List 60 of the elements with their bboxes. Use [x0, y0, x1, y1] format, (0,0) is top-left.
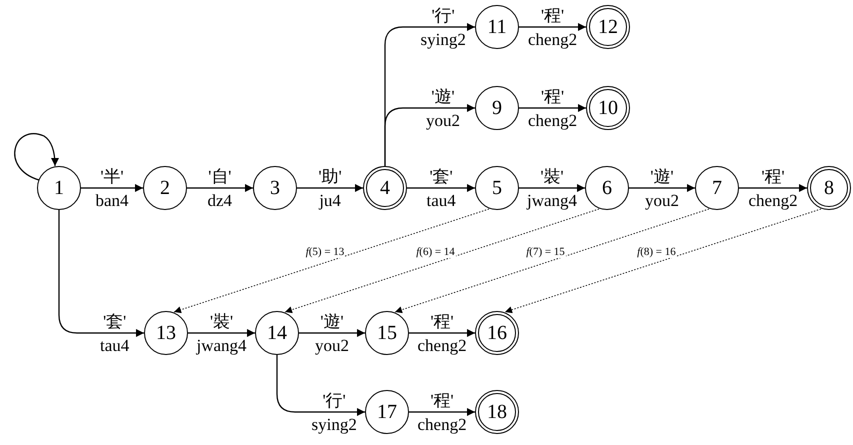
state-circle: 2 [143, 166, 187, 210]
arrow [299, 329, 365, 337]
edge-label: '遊' you2 [315, 313, 349, 354]
arrow [187, 184, 253, 192]
state-circle: 13 [144, 311, 188, 355]
state-circle: 9 [475, 86, 519, 130]
final-state-circle: 18 [475, 390, 519, 434]
final-state-circle: 16 [475, 311, 519, 355]
edge-label: '遊' you2 [426, 88, 460, 129]
state-circle: 14 [255, 311, 299, 355]
final-state-circle: 12 [586, 5, 630, 49]
edge-label: '裝' jwang4 [527, 168, 578, 209]
edge-label: '行' sying2 [420, 7, 466, 48]
edge-label: '程' cheng2 [528, 7, 578, 48]
final-state-circle: 8 [807, 166, 851, 210]
dotted-arrow [504, 208, 822, 314]
edge-label: f(8) = 16 [636, 246, 677, 258]
edge-label: '套' tau4 [426, 168, 456, 209]
state-circle: 11 [475, 5, 519, 49]
arrow [409, 408, 475, 416]
edge-label: '遊' you2 [645, 168, 679, 209]
arrow [409, 329, 475, 337]
arrow [519, 184, 585, 192]
edge-label: f(7) = 15 [525, 246, 566, 258]
state-circle: 1 [37, 166, 81, 210]
final-state-circle: 10 [586, 86, 630, 130]
edge-label: '程' cheng2 [418, 313, 467, 354]
state-circle: 7 [695, 166, 739, 210]
edge-label: '半' ban4 [96, 168, 129, 209]
arrow [297, 184, 363, 192]
final-state-circle: 4 [363, 166, 407, 210]
edge-label: f(6) = 14 [415, 246, 456, 258]
dotted-arrow [174, 208, 490, 314]
arrow [276, 355, 365, 416]
arrow [384, 104, 475, 166]
edge-label: '程' cheng2 [528, 88, 578, 129]
arrow [519, 104, 586, 112]
arrow [407, 184, 475, 192]
edge-label: '裝' jwang4 [196, 313, 247, 354]
dotted-arrow [394, 208, 710, 314]
state-circle: 17 [365, 390, 409, 434]
dotted-arrow [284, 208, 600, 314]
edge-label: '自' dz4 [208, 168, 232, 209]
state-circle: 6 [585, 166, 629, 210]
arrow [739, 184, 807, 192]
state-circle: 3 [253, 166, 297, 210]
edge-label: '助' ju4 [318, 168, 342, 209]
edge-label: f(5) = 13 [304, 246, 346, 258]
arrow [188, 329, 255, 337]
edge-label: '行' sying2 [312, 392, 357, 433]
edge-label: '套' tau4 [100, 313, 130, 354]
edge-label: '程' cheng2 [418, 392, 467, 433]
arrow [519, 23, 586, 31]
arrow [81, 184, 143, 192]
loop-arrow [14, 133, 59, 181]
arrow [58, 210, 144, 337]
arrow [629, 184, 695, 192]
edge-label: '程' cheng2 [748, 168, 798, 209]
state-circle: 15 [365, 311, 409, 355]
state-circle: 5 [475, 166, 519, 210]
